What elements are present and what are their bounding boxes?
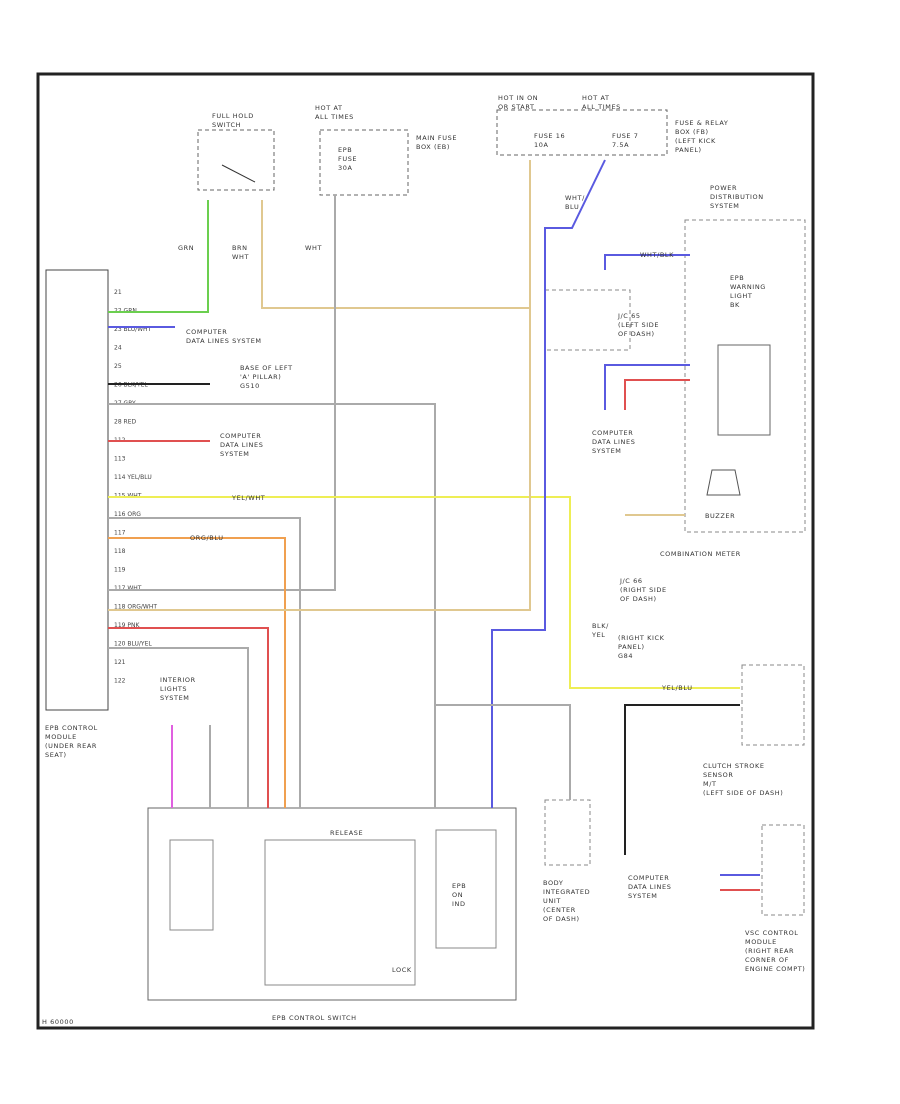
wire	[108, 647, 249, 808]
module-pin: 117 WHT	[114, 585, 142, 592]
wire	[108, 200, 209, 313]
footer-code: H 60000	[42, 1018, 74, 1026]
module-pin: 118	[114, 548, 126, 555]
buzzer-icon	[706, 469, 741, 496]
wire-label-yel-wht: YEL/WHT	[231, 494, 265, 502]
module-pin: 114 YEL/BLU	[114, 474, 152, 481]
wire	[261, 160, 531, 309]
wire-label-yel-blu: YEL/BLU	[661, 684, 693, 692]
wire	[108, 537, 286, 808]
wire	[108, 496, 740, 689]
module-pin: 117	[114, 530, 126, 537]
module-pin: 119	[114, 567, 126, 574]
module-pin: 28 RED	[114, 419, 137, 426]
module-pin: 119 PNK	[114, 622, 140, 629]
epb-control-switch	[147, 807, 517, 1001]
lcd-block	[717, 344, 771, 436]
module-pin: 25	[114, 363, 122, 370]
module-pin: 113	[114, 456, 126, 463]
epb-on-indicator	[435, 829, 497, 949]
wire-label-org-blu: ORG/BLU	[190, 534, 224, 542]
switch-center-block	[264, 839, 416, 986]
module-pin: 21	[114, 289, 122, 296]
module-pin: 24	[114, 345, 122, 352]
wire	[108, 300, 531, 611]
wire	[108, 403, 436, 808]
wire-label-blk-yel: BLK/YEL	[591, 622, 609, 639]
module-pin: 116 ORG	[114, 511, 141, 518]
epb-control-module	[45, 269, 109, 711]
clutch-stroke-sensor	[741, 664, 805, 746]
wire	[491, 159, 606, 808]
wire	[435, 704, 571, 800]
wire-label-grn: GRN	[178, 244, 194, 252]
wire	[108, 517, 301, 808]
combination-meter	[684, 219, 806, 533]
body-integrated-unit	[544, 799, 591, 866]
wire	[108, 627, 269, 808]
lock-label: LOCK	[392, 966, 412, 974]
switch-left-block	[169, 839, 214, 931]
module-pin: 118 ORG/WHT	[114, 604, 157, 611]
module-pin: 23 BLU/WHT	[114, 326, 152, 333]
wire	[604, 254, 690, 270]
module-pin: 122	[114, 678, 126, 685]
base-left-pillar-label: BASE OF LEFT'A' PILLAR)G510	[240, 364, 293, 390]
epb-control-switch-label: EPB CONTROL SWITCH	[272, 1014, 357, 1022]
module-pin: 121	[114, 659, 126, 666]
vsc-control-module	[761, 824, 805, 916]
release-label: RELEASE	[330, 829, 363, 837]
module-pin: 120 BLU/YEL	[114, 641, 152, 648]
wire	[604, 364, 690, 410]
wire	[624, 704, 740, 855]
junction-connector	[544, 289, 631, 351]
wire-label-wht-blk: WHT/BLK	[640, 251, 674, 259]
wire-label-wht-blu: WHT/BLU	[565, 194, 585, 211]
main-fuse-box	[319, 129, 409, 196]
buzzer-label: BUZZER	[705, 512, 735, 520]
wire-label-wht: WHT	[305, 244, 322, 252]
fuse-relay-box	[496, 109, 668, 156]
wire-layer	[108, 159, 760, 891]
wire	[108, 195, 336, 591]
combination-meter-label: COMBINATION METER	[660, 550, 741, 558]
diagram-border	[36, 72, 815, 1030]
full-hold-switch	[197, 129, 275, 191]
wire	[624, 379, 690, 410]
